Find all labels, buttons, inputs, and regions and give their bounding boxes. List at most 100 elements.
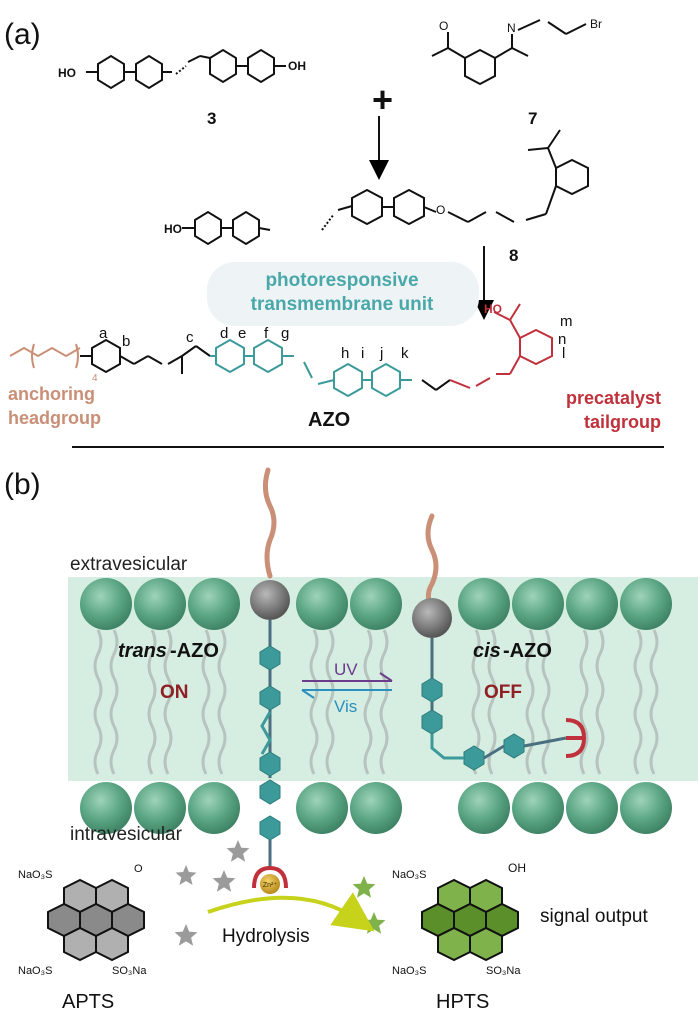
plus-sign: + [372,79,393,120]
letter-h: h [341,345,349,362]
azo-position-letters: a b c d e f g h i j k l m n [99,313,573,362]
trans-prefix: trans [118,640,167,662]
vis-arrowhead [301,689,315,699]
lipid-tail-6-1 [541,629,551,775]
zinc-ion [260,874,280,894]
lipid-head-top-0 [80,578,132,630]
lipid-head-top-4 [350,578,402,630]
grey-star-2 [212,870,236,892]
hydrolysis-arrow [207,892,375,932]
unit-label-line1: photoresponsive [265,270,418,291]
unit-label-background [207,262,479,326]
compound-7-br: Br [590,17,602,31]
lipid-heads-top [80,578,672,630]
panel-a-label: (a) [4,18,41,51]
signal-output-label: signal output [540,906,648,927]
compound-3-structure [86,48,286,90]
letter-l: l [562,345,565,362]
apts-so3-bl: NaO₃S [18,965,52,977]
panel-b-label: (b) [4,468,41,501]
compound-8-ho: HO [164,222,182,236]
lipid-head-top-2 [188,578,240,630]
compound-8-o: O [436,203,445,217]
lipid-tail-3-1 [325,629,335,775]
precatalyst-label-line2: tailgroup [584,412,661,432]
lipid-tail-0-1 [109,629,119,775]
intravesicular-label: intravesicular [70,824,183,845]
lipid-head-bottom-6 [512,782,564,834]
lipid-tail-6-0 [525,629,535,775]
lipid-head-top-7 [566,578,618,630]
letter-b: b [122,333,130,350]
hydrolysis-label: Hydrolysis [222,926,310,947]
lipid-tail-8-0 [633,629,643,775]
trans-suffix: -AZO [170,640,219,662]
cis-rings [421,677,525,771]
trans-azo-linkage [260,711,272,755]
apts-acetate: O [134,863,143,875]
compound-3-ho: HO [58,66,76,80]
green-star-0 [352,876,376,898]
lipid-tail-2-1 [217,629,227,775]
apts-name: APTS [62,991,114,1013]
trans-anchor-chain [262,467,277,579]
letter-g: g [281,325,289,342]
letter-a: a [99,325,108,342]
compound-3-oh: OH [288,59,306,73]
off-label: OFF [484,682,522,703]
letter-m: m [560,313,573,330]
lipid-head-bottom-2 [188,782,240,834]
zinc-label: Zn²⁺ [263,882,278,889]
lipid-head-bottom-1 [134,782,186,834]
azo-ho: HO [484,302,502,316]
vis-label: Vis [334,697,357,716]
compound-7-o: O [439,19,448,33]
lipid-tail-8-1 [649,629,659,775]
cis-azo-linkage [430,734,464,760]
lipid-tail-4-1 [379,629,389,775]
cis-anchor-chain [425,513,439,607]
hpts-so3-br: SO₃Na [486,965,521,977]
cis-tail-backbone [523,736,567,748]
precatalyst-label-line1: precatalyst [566,388,661,408]
lipid-head-bottom-3 [296,782,348,834]
unit-label-line2: transmembrane unit [251,294,434,315]
lipid-head-top-5 [458,578,510,630]
cis-anchor-head [412,598,452,638]
apts-stars [174,840,250,946]
lipid-head-bottom-0 [80,782,132,834]
lipid-head-bottom-8 [620,782,672,834]
lipid-tail-1-0 [147,629,157,775]
letter-k: k [401,345,409,362]
apts-so3-top: NaO₃S [18,869,52,881]
hpts-stars [352,876,386,934]
compound-3-number: 3 [207,109,216,128]
lipid-tail-2-0 [201,629,211,775]
compound-7-n: N [507,21,516,35]
lipid-head-top-8 [620,578,672,630]
trans-anchor-head [250,580,290,620]
uv-arrowhead [379,672,393,682]
green-star-1 [362,912,386,934]
cis-ring-link [483,744,505,760]
lipid-head-bottom-7 [566,782,618,834]
azo-structure [9,303,553,398]
anchoring-label-line2: headgroup [8,408,101,428]
trans-rings [259,645,281,841]
lipid-tail-0-0 [93,629,103,775]
apts-so3-br: SO₃Na [112,965,147,977]
trans-catalyst-cup [252,865,288,889]
compound-7-structure [431,19,587,86]
cis-prefix: cis [473,640,501,662]
lipid-tail-4-0 [363,629,373,775]
lipid-head-bottom-4 [350,782,402,834]
letter-c: c [186,329,194,346]
lipid-head-bottom-5 [458,782,510,834]
lipid-head-top-3 [296,578,348,630]
letter-i: i [361,345,364,362]
hpts-name: HPTS [436,991,489,1013]
compound-8-number: 8 [509,246,518,265]
letter-f: f [264,325,269,342]
letter-j: j [379,345,383,362]
